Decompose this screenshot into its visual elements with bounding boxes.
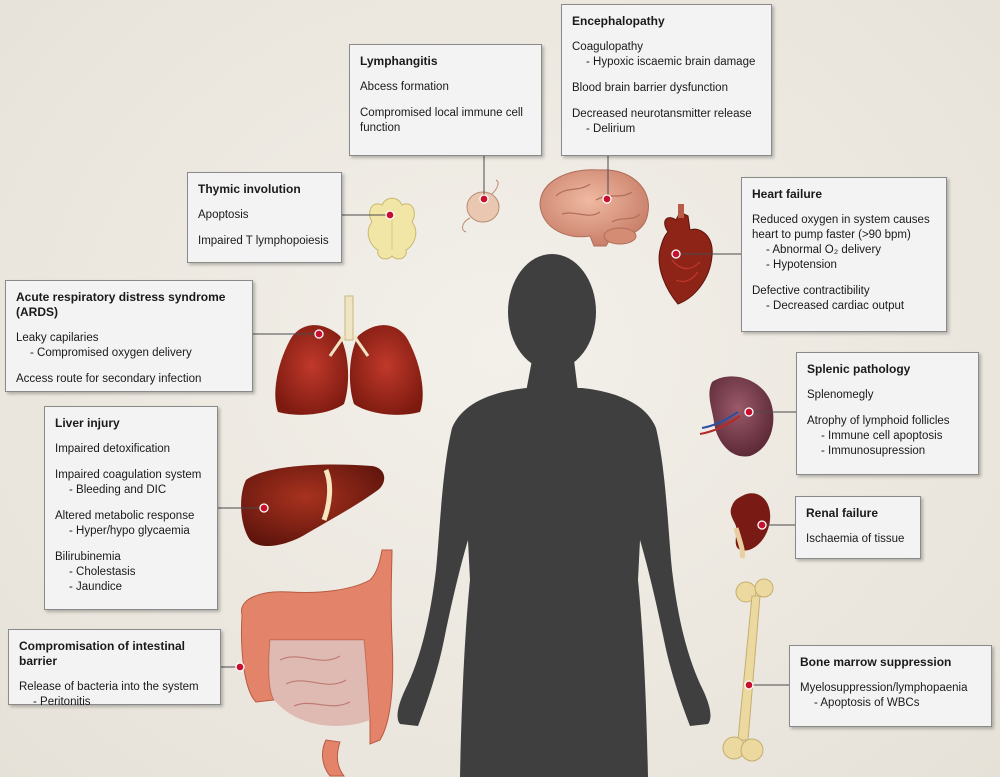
marker-dot-intestine xyxy=(235,662,245,672)
encephalopathy-item-text: Decreased neurotansmitter release xyxy=(572,108,752,120)
marker-dot-liver xyxy=(259,503,269,513)
marker-dot-thymus xyxy=(385,210,395,220)
lymphangitis-item: Compromised local immune cell function xyxy=(360,106,531,136)
liver-item-subpoint: - Hyper/hypo glycaemia xyxy=(69,525,190,537)
renal-title: Renal failure xyxy=(806,506,879,520)
lymph-node-organ xyxy=(462,179,500,233)
splenic-item-text: Splenomegly xyxy=(807,389,874,401)
bone-title: Bone marrow suppression xyxy=(800,655,952,669)
marker-dot-lungs xyxy=(314,329,324,339)
thymus-organ xyxy=(367,197,417,260)
encephalopathy-item: Blood brain barrier dysfunction xyxy=(572,81,761,96)
liver-organ xyxy=(241,464,385,547)
ards-title: Acute respiratory distress syndrome (ARD… xyxy=(16,290,226,319)
marker-dot-lymph xyxy=(479,194,489,204)
spleen-organ xyxy=(699,376,774,457)
heart-item: Defective contractibility - Decreased car… xyxy=(752,284,936,314)
lymphangitis-item: Abcess formation xyxy=(360,80,531,95)
marker-dot-brain xyxy=(602,194,612,204)
ards-item: Access route for secondary infection xyxy=(16,372,242,387)
encephalopathy-item-text: Blood brain barrier dysfunction xyxy=(572,82,728,94)
femur-bone xyxy=(722,578,774,762)
bone-item: Myelosuppression/lymphopaenia - Apoptosis… xyxy=(800,681,981,711)
thymic-item-text: Apoptosis xyxy=(198,209,249,221)
liver-item-subpoint: - Cholestasis xyxy=(69,566,136,578)
ards-item-text: Leaky capilaries xyxy=(16,332,99,344)
liver-item-text: Impaired detoxification xyxy=(55,443,171,455)
encephalopathy-item-subpoint: - Hypoxic iscaemic brain damage xyxy=(586,56,756,68)
heart-item-subpoint: - Hypotension xyxy=(766,259,837,271)
intestinal-title: Compromisation of intestinal barrier xyxy=(19,639,186,668)
leader-lines xyxy=(218,156,796,686)
lungs-organ xyxy=(275,295,423,415)
encephalopathy-title: Encephalopathy xyxy=(572,14,665,28)
splenic-title: Splenic pathology xyxy=(807,362,911,376)
intestine-organ xyxy=(241,549,394,777)
marker-dot-heart xyxy=(671,249,681,259)
marker-dot-spleen xyxy=(744,407,754,417)
intestinal-item-subpoint: - Peritonitis xyxy=(33,696,91,708)
bone-item-text: Myelosuppression/lymphopaenia xyxy=(800,682,968,694)
bone-item-subpoint: - Apoptosis of WBCs xyxy=(814,697,920,709)
liver-item-text: Altered metabolic response xyxy=(55,510,195,522)
encephalopathy-item: Coagulopathy - Hypoxic iscaemic brain dam… xyxy=(572,40,761,70)
liver-item: Impaired coagulation system - Bleeding an… xyxy=(55,468,207,498)
encephalopathy-item: Decreased neurotansmitter release - Delir… xyxy=(572,107,761,137)
thymic-item: Apoptosis xyxy=(198,208,331,223)
liver-item-text: Bilirubinemia xyxy=(55,551,121,563)
ards-item: Leaky capilaries - Compromised oxygen del… xyxy=(16,331,242,361)
renal-item-text: Ischaemia of tissue xyxy=(806,533,905,545)
liver-title: Liver injury xyxy=(55,416,120,430)
intestinal-item-text: Release of bacteria into the system xyxy=(19,681,199,693)
ards-box: Acute respiratory distress syndrome (ARD… xyxy=(5,280,253,392)
heart-item-text: Reduced oxygen in system causes heart to… xyxy=(752,214,930,241)
intestinal-item: Release of bacteria into the system - Per… xyxy=(19,680,210,710)
liver-item: Altered metabolic response - Hyper/hypo g… xyxy=(55,509,207,539)
ards-item-subpoint: - Compromised oxygen delivery xyxy=(30,347,192,359)
splenic-item: Atrophy of lymphoid follicles - Immune ce… xyxy=(807,414,968,459)
ards-item-text: Access route for secondary infection xyxy=(16,373,202,385)
liver-item: Bilirubinemia - Cholestasis - Jaundice xyxy=(55,550,207,595)
thymic-title: Thymic involution xyxy=(198,182,301,196)
marker-dot-bone xyxy=(744,680,754,690)
heart-item-subpoint: - Decreased cardiac output xyxy=(766,300,905,312)
heart-title: Heart failure xyxy=(752,187,823,201)
heart-organ xyxy=(658,204,713,305)
liver-item-subpoint: - Bleeding and DIC xyxy=(69,484,167,496)
liver-item-subpoint: - Jaundice xyxy=(69,581,123,593)
lymphangitis-item-text: Compromised local immune cell function xyxy=(360,107,523,134)
marker-dot-kidney xyxy=(757,520,767,530)
splenic-item-subpoint: - Immune cell apoptosis xyxy=(821,430,943,442)
thymic-item-text: Impaired T lymphopoiesis xyxy=(198,235,329,247)
liver-item-text: Impaired coagulation system xyxy=(55,469,202,481)
thymic-item: Impaired T lymphopoiesis xyxy=(198,234,331,249)
heart-item: Reduced oxygen in system causes heart to… xyxy=(752,213,936,273)
human-silhouette xyxy=(397,254,711,777)
brain-organ xyxy=(539,169,649,247)
kidney-organ xyxy=(730,493,771,559)
marker-dots xyxy=(235,194,767,690)
splenic-item: Splenomegly xyxy=(807,388,968,403)
liver-item: Impaired detoxification xyxy=(55,442,207,457)
splenic-item-subpoint: - Immunosupression xyxy=(821,445,926,457)
lymphangitis-title: Lymphangitis xyxy=(360,54,438,68)
heart-item-subpoint: - Abnormal O₂ delivery xyxy=(766,244,882,256)
splenic-item-text: Atrophy of lymphoid follicles xyxy=(807,415,950,427)
encephalopathy-item-subpoint: - Delirium xyxy=(586,123,636,135)
renal-item: Ischaemia of tissue xyxy=(806,532,910,547)
encephalopathy-item-text: Coagulopathy xyxy=(572,41,643,53)
lymphangitis-item-text: Abcess formation xyxy=(360,81,449,93)
heart-item-text: Defective contractibility xyxy=(752,285,870,297)
